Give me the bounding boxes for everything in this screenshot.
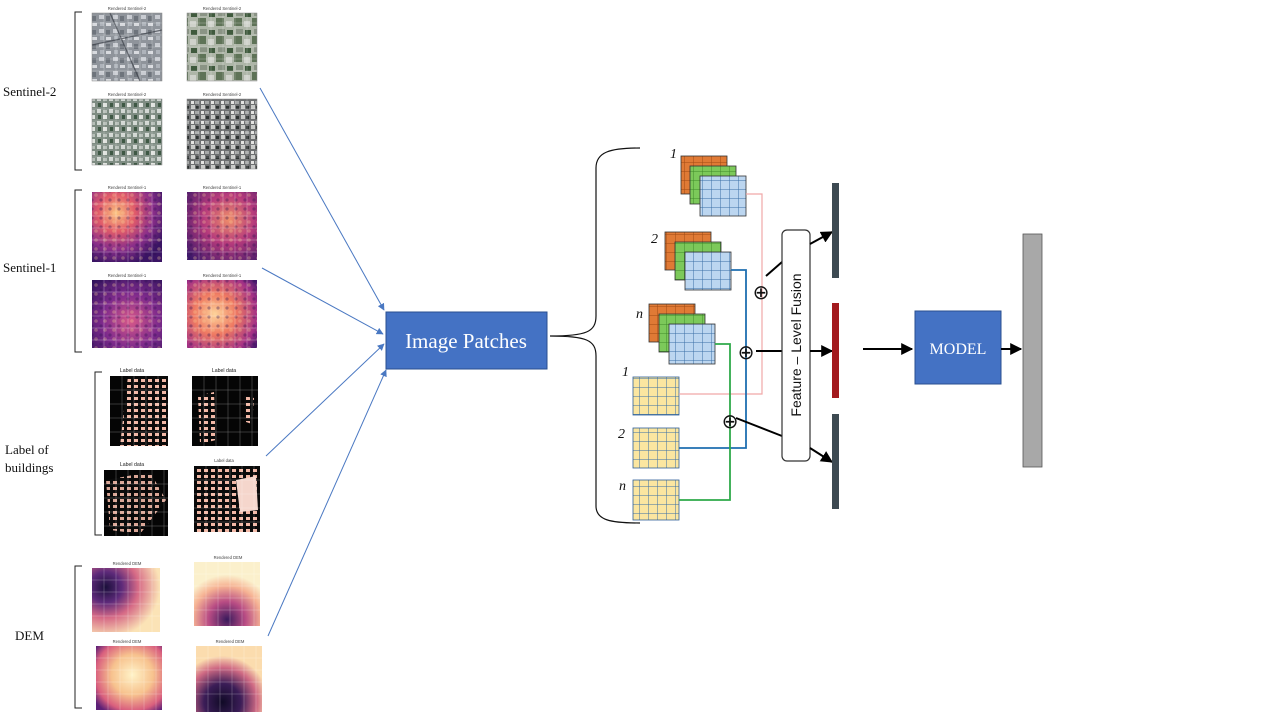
arrow-sentinel-1: [261, 267, 384, 335]
svg-text:2: 2: [651, 232, 658, 247]
svg-text:Label data: Label data: [120, 462, 144, 468]
feature-stack-2: 2: [651, 231, 732, 291]
svg-text:Rendered DEM: Rendered DEM: [216, 639, 245, 644]
single-map-n: n: [619, 479, 680, 521]
single-map-2: 2: [618, 427, 680, 469]
svg-text:1: 1: [622, 365, 629, 380]
panel-dem-d: Rendered DEM: [196, 639, 262, 712]
feature-bar-mid: [832, 303, 839, 398]
svg-text:Label data: Label data: [212, 368, 236, 374]
panel-label-c: Label data: [104, 462, 168, 536]
panel-sentinel-1-c: Rendered Sentinel-1: [92, 273, 162, 348]
panel-sentinel-1-d: Rendered Sentinel-1: [187, 273, 257, 348]
panel-sentinel-1-a: Rendered Sentinel-1: [92, 185, 162, 262]
panel-dem-b: Rendered DEM: [194, 555, 260, 626]
panel-sentinel-2-d: Rendered Sentinel-2: [186, 92, 258, 170]
source-label-sentinel-2: Sentinel-2: [3, 84, 56, 99]
connector-green: [679, 343, 731, 501]
panel-label-a: Label data: [110, 368, 168, 446]
panel-label-b: Label data: [192, 368, 258, 446]
patches-brace: [549, 147, 641, 524]
fusion-box: [781, 229, 811, 462]
fusion-label: Feature – Level Fusion: [788, 273, 804, 416]
svg-text:Rendered Sentinel-2: Rendered Sentinel-2: [203, 6, 242, 11]
arrow-fusion-top: [809, 231, 834, 245]
image-patches-label: Image Patches: [405, 329, 527, 353]
panel-sentinel-1-b: Rendered Sentinel-1: [187, 185, 257, 260]
svg-text:Rendered Sentinel-1: Rendered Sentinel-1: [108, 185, 147, 190]
svg-text:Rendered Sentinel-1: Rendered Sentinel-1: [203, 273, 242, 278]
feature-stack-1: 1: [670, 147, 747, 217]
bracket-sentinel-1: [74, 189, 82, 353]
svg-text:Rendered DEM: Rendered DEM: [113, 561, 142, 566]
model-box: [914, 310, 1002, 385]
svg-text:Rendered Sentinel-2: Rendered Sentinel-2: [108, 6, 147, 11]
bracket-labels: [94, 371, 102, 536]
panel-sentinel-2-a: Rendered Sentinel-2: [91, 6, 163, 82]
connector-blue: [679, 269, 747, 449]
line-plus-bottom: [735, 417, 783, 437]
source-label-sentinel-1: Sentinel-1: [3, 260, 56, 275]
svg-text:Rendered Sentinel-2: Rendered Sentinel-2: [203, 92, 242, 97]
feature-bar-bottom: [832, 414, 839, 509]
svg-text:Rendered Sentinel-1: Rendered Sentinel-1: [203, 185, 242, 190]
arrow-fusion-bottom: [809, 447, 834, 463]
bracket-sentinel-2: [74, 11, 82, 171]
svg-text:2: 2: [618, 427, 625, 442]
plus-symbol-bottom: ⊕: [722, 409, 739, 433]
panel-label-d: Label data: [194, 458, 260, 532]
svg-text:n: n: [619, 479, 626, 494]
source-label-dem: DEM: [15, 628, 44, 643]
arrow-labels: [265, 343, 385, 457]
arrow-sentinel-2: [259, 87, 385, 311]
feature-bar-top: [832, 183, 839, 278]
panel-sentinel-2-b: Rendered Sentinel-2: [186, 6, 258, 82]
svg-text:n: n: [636, 307, 643, 322]
plus-symbol-mid: ⊕: [738, 340, 755, 364]
single-map-1: 1: [622, 365, 680, 416]
svg-text:Rendered DEM: Rendered DEM: [113, 639, 142, 644]
bracket-dem: [74, 565, 82, 709]
connector-pink: [679, 193, 763, 395]
line-plus-top: [765, 261, 783, 277]
svg-text:Label data: Label data: [214, 458, 234, 463]
svg-text:Rendered Sentinel-2: Rendered Sentinel-2: [108, 92, 147, 97]
svg-text:1: 1: [670, 147, 677, 162]
svg-text:Label data: Label data: [120, 368, 144, 374]
panel-dem-a: Rendered DEM: [92, 561, 160, 632]
panel-sentinel-2-c: Rendered Sentinel-2: [91, 92, 163, 166]
image-patches-box: [385, 311, 548, 370]
source-label-buildings-line2: buildings: [5, 460, 53, 475]
output-bar: [1022, 233, 1043, 468]
plus-symbol-top: ⊕: [753, 280, 770, 304]
svg-text:Rendered Sentinel-1: Rendered Sentinel-1: [108, 273, 147, 278]
svg-text:Rendered DEM: Rendered DEM: [214, 555, 243, 560]
source-label-buildings-line1: Label of: [5, 442, 49, 457]
model-label: MODEL: [930, 341, 987, 358]
panel-dem-c: Rendered DEM: [96, 639, 162, 710]
arrow-dem: [267, 369, 387, 637]
feature-stack-n: n: [636, 303, 716, 365]
